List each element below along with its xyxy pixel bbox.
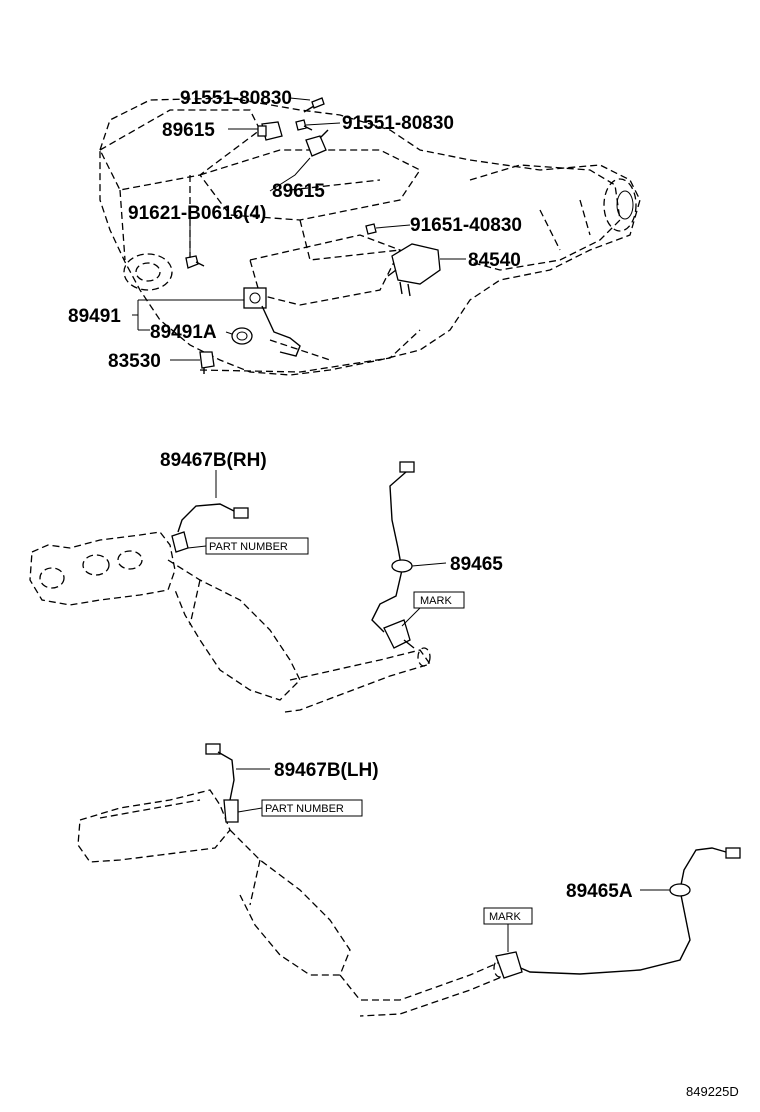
sensor-89615-lower-icon: [305, 129, 329, 157]
lh-part-number-text: PART NUMBER: [265, 803, 344, 815]
label-84540: 84540: [468, 250, 521, 271]
label-89465a: 89465A: [566, 881, 633, 902]
ring-89491A-icon: [231, 327, 253, 345]
lh-mark-text: MARK: [489, 911, 521, 923]
sensor-89465-icon: [371, 461, 415, 649]
label-89615-lower: 89615: [272, 181, 325, 202]
label-83530: 83530: [108, 351, 161, 372]
label-89465: 89465: [450, 554, 503, 575]
sensor-89491-icon: [243, 287, 301, 357]
lh-exhaust-manifold: [77, 789, 507, 1017]
label-91551-80830-top: 91551-80830: [180, 88, 292, 109]
switch-83530-icon: [199, 351, 215, 374]
rh-part-number-box: PART NUMBER: [205, 537, 309, 555]
label-89467b-rh: 89467B(RH): [160, 450, 267, 471]
bolt-91551-right-icon: [295, 119, 313, 131]
label-91621-b0616: 91621-B0616(4): [128, 203, 266, 224]
diagram-id: 849225D: [686, 1084, 739, 1099]
label-89491a: 89491A: [150, 322, 217, 343]
label-91651-40830: 91651-40830: [410, 215, 522, 236]
bolt-91551-top-icon: [303, 97, 325, 113]
lh-leaders: [236, 768, 670, 952]
label-89615-upper: 89615: [162, 120, 215, 141]
rh-part-number-text: PART NUMBER: [209, 541, 288, 553]
engine-leaders: [132, 97, 466, 361]
rh-leaders: [187, 470, 447, 627]
lh-part-number-box: PART NUMBER: [261, 799, 363, 817]
sensor-89467b-rh-icon: [171, 503, 249, 553]
label-91551-80830-right: 91551-80830: [342, 113, 454, 134]
rh-mark-box: MARK: [413, 591, 465, 609]
label-89467b-lh: 89467B(LH): [274, 760, 379, 781]
sensor-89467b-lh-icon: [205, 743, 239, 823]
bolt-91651-icon: [365, 223, 377, 235]
label-89491: 89491: [68, 306, 121, 327]
lh-mark-box: MARK: [483, 907, 533, 925]
sensor-84540-icon: [387, 243, 441, 297]
sensor-89615-upper-icon: [257, 121, 283, 141]
rh-mark-text: MARK: [420, 595, 452, 607]
sensor-89465a-icon: [495, 847, 741, 979]
bolt-91621-icon: [185, 255, 205, 269]
engine-assembly: [99, 97, 641, 376]
rh-exhaust-manifold: [29, 531, 432, 713]
